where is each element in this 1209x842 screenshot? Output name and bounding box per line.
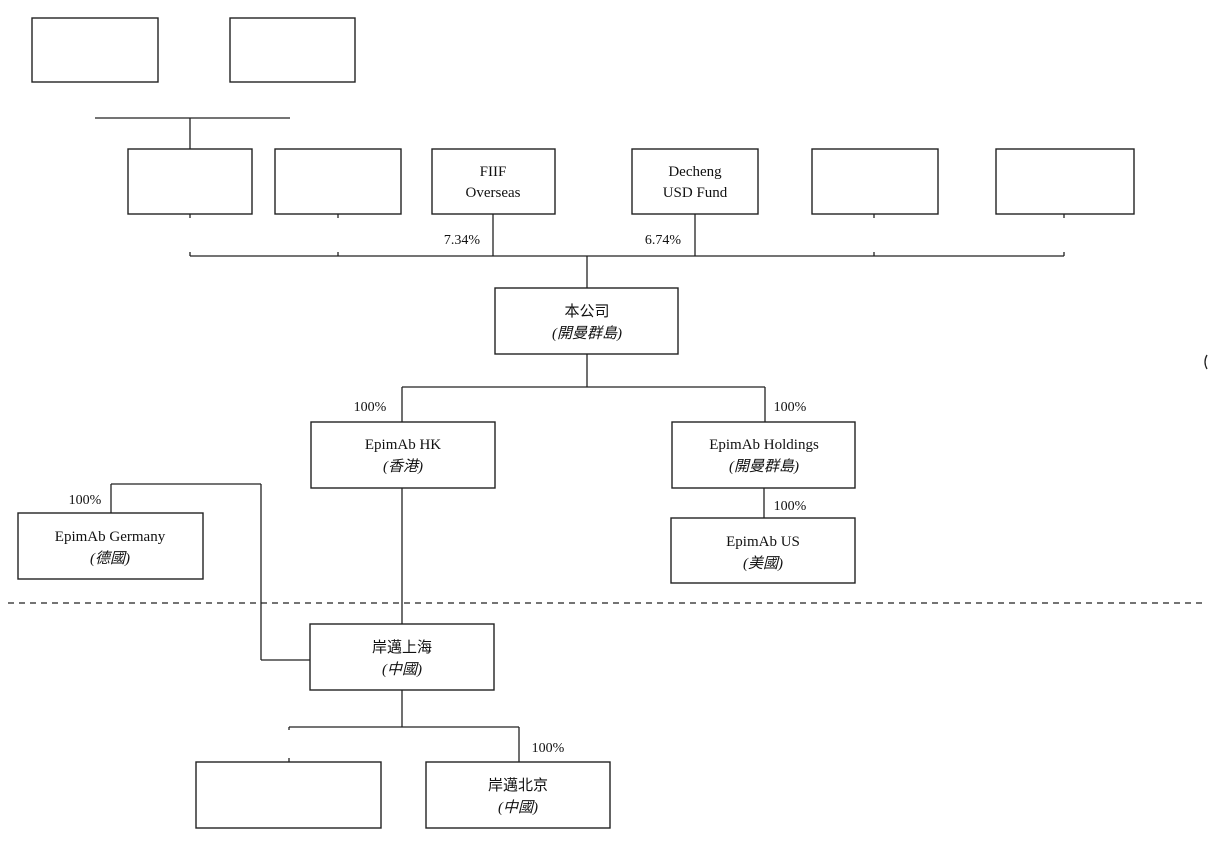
redacted-shareholder-box-2 (229, 17, 356, 83)
redacted-shareholder-box-1 (31, 17, 159, 83)
epimab-hk-name: EpimAb HK (365, 437, 441, 453)
redaction-patch-top (30, 86, 360, 116)
epimab-beijing-name: 岸邁北京 (488, 777, 548, 794)
redacted-shareholder-box-6 (995, 148, 1135, 215)
hk-percentage: 100% (354, 400, 387, 415)
redacted-shareholder-box-5 (811, 148, 939, 215)
redacted-subsidiary-box (195, 761, 382, 829)
redacted-shareholder-box-3 (127, 148, 253, 215)
epimab-us-name: EpimAb US (726, 534, 800, 550)
redaction-patch-right (808, 218, 1068, 252)
decheng-percentage: 6.74% (645, 233, 682, 248)
epimab-holdings-name: EpimAb Holdings (709, 437, 819, 453)
epimab-holdings-place: (開曼群島) (729, 458, 799, 475)
epimab-shanghai-place: (中國) (382, 661, 422, 678)
redaction-patch-left (120, 218, 360, 252)
fiif-line2: Overseas (466, 185, 521, 201)
decheng-usd-fund-box (631, 148, 759, 215)
redacted-shareholder-box-4 (274, 148, 402, 215)
epimab-hk-box (310, 421, 496, 489)
epimab-germany-box (17, 512, 204, 580)
fiif-percentage: 7.34% (444, 233, 481, 248)
epimab-beijing-box (425, 761, 611, 829)
company-place: (開曼群島) (552, 325, 622, 342)
germany-percentage: 100% (69, 493, 102, 508)
epimab-germany-place: (德國) (90, 550, 130, 567)
beijing-percentage: 100% (532, 741, 565, 756)
epimab-shanghai-box (309, 623, 495, 691)
company-name: 本公司 (564, 303, 609, 320)
epimab-hk-place: (香港) (383, 458, 423, 475)
decheng-line1: Decheng (668, 164, 722, 180)
decheng-line2: USD Fund (663, 185, 728, 201)
fiif-line1: FIIF (480, 164, 507, 180)
company-box (494, 287, 679, 355)
epimab-us-place: (美國) (743, 555, 783, 572)
epimab-us-box (670, 517, 856, 584)
epimab-shanghai-name: 岸邁上海 (372, 639, 432, 656)
epimab-germany-name: EpimAb Germany (55, 529, 166, 545)
us-percentage: 100% (774, 499, 807, 514)
page-edge-mark (1204, 354, 1208, 370)
epimab-holdings-box (671, 421, 856, 489)
redaction-patch-bottom (232, 730, 352, 758)
holdings-percentage: 100% (774, 400, 807, 415)
fiif-overseas-box (431, 148, 556, 215)
epimab-beijing-place: (中國) (498, 799, 538, 816)
